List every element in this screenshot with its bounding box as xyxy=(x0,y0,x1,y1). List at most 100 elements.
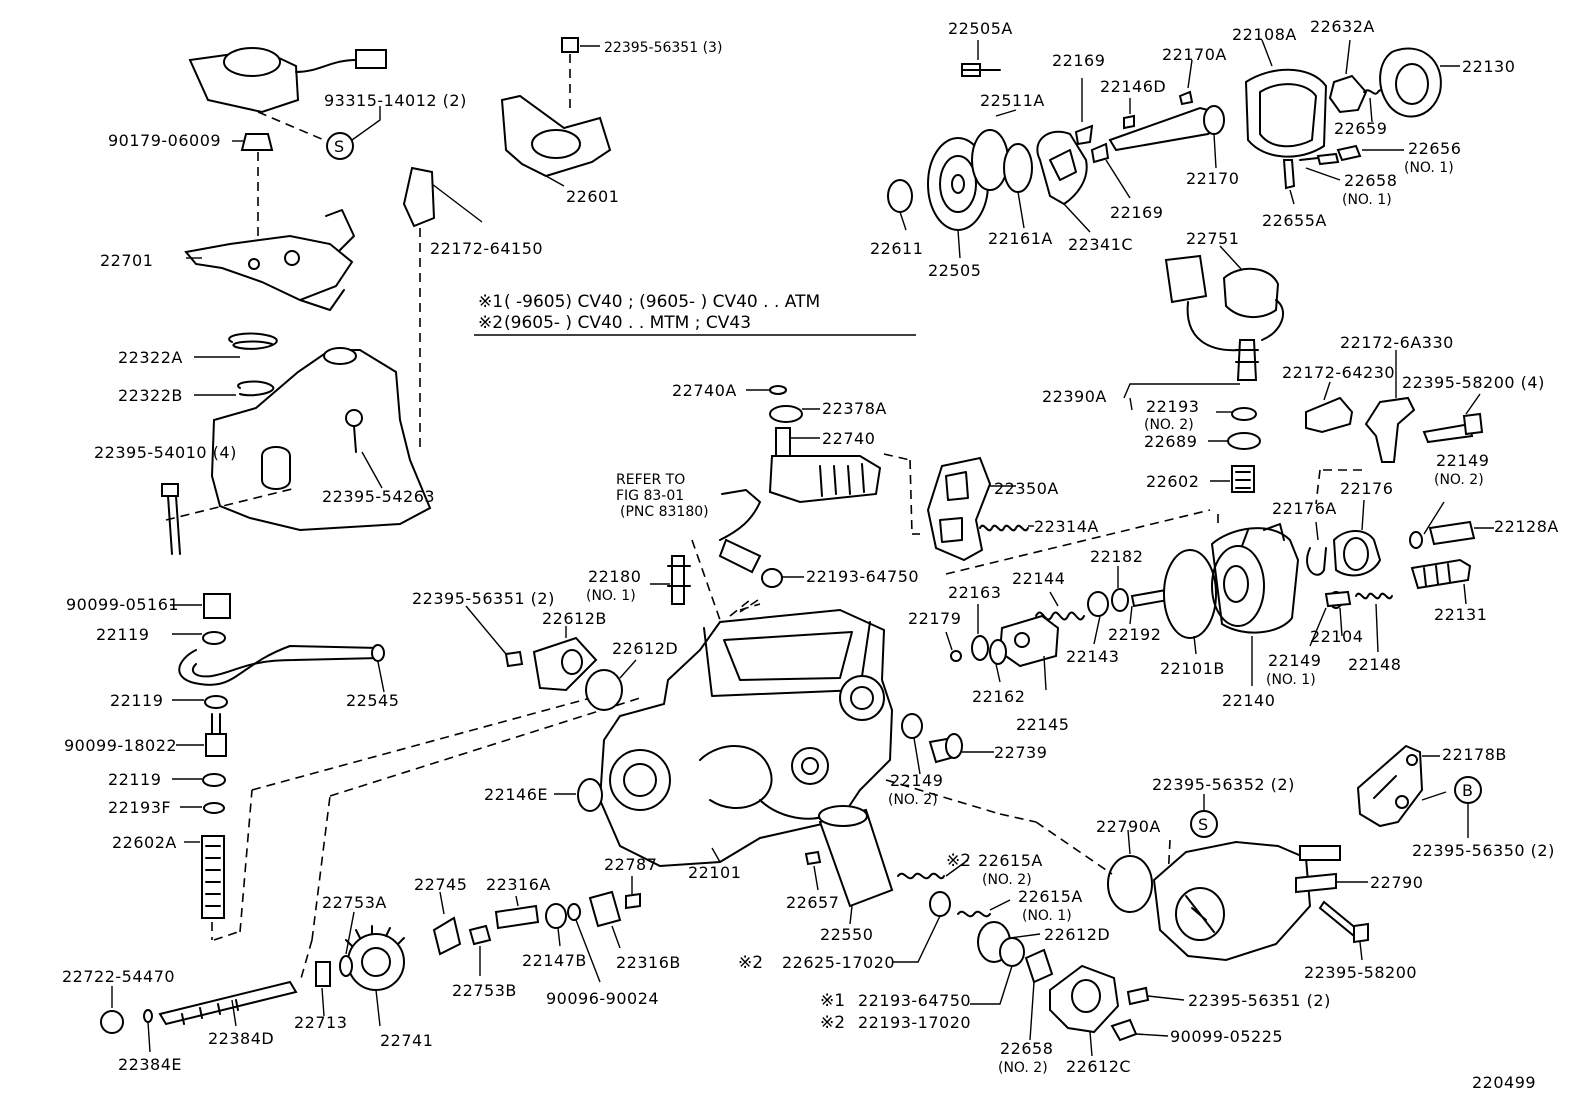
label-22140: 22140 xyxy=(1222,691,1275,710)
center-connector-parts xyxy=(465,603,761,711)
label-22162: 22162 xyxy=(972,687,1025,706)
label-22658-no2: 22658 xyxy=(1000,1039,1053,1058)
shaft-22384D xyxy=(158,980,298,1026)
overflow-pipe-22545 xyxy=(178,645,381,686)
label-22713: 22713 xyxy=(294,1013,347,1032)
label-22316B: 22316B xyxy=(616,953,681,972)
piston-22316B xyxy=(588,890,622,928)
label-22550: 22550 xyxy=(820,925,873,944)
label-22790A: 22790A xyxy=(1096,817,1161,836)
label-22625-17020: 22625-17020 xyxy=(782,953,895,972)
cover-22140 xyxy=(1210,527,1300,634)
label-22146E: 22146E xyxy=(484,785,548,804)
pin-22656 xyxy=(1336,144,1362,162)
lower-center-parts xyxy=(804,779,1120,1057)
label-22615A-no2-sub: (NO. 2) xyxy=(982,872,1032,888)
label-22384D: 22384D xyxy=(208,1029,274,1048)
connector-22751 xyxy=(1164,254,1208,304)
screw-22395-56351 xyxy=(561,37,579,53)
label-22101: 22101 xyxy=(688,863,741,882)
spring-22144 xyxy=(1035,611,1085,621)
washer-22658-no2 xyxy=(1024,948,1054,984)
filter-22602A xyxy=(201,835,225,919)
screw-22395-56351-b xyxy=(1126,986,1150,1006)
label-22395-56351-b: 22395-56351 (2) xyxy=(1188,991,1331,1010)
label-22193F: 22193F xyxy=(108,798,171,817)
label-22147B: 22147B xyxy=(522,951,587,970)
label-22108A: 22108A xyxy=(1232,25,1297,44)
b-symbol xyxy=(1454,776,1482,804)
label-22144: 22144 xyxy=(1012,569,1065,588)
label-22148: 22148 xyxy=(1348,655,1401,674)
governor-cover xyxy=(210,349,432,532)
o-ring-22193-64750-b xyxy=(999,937,1025,967)
label-22172-6A330: 22172-6A330 xyxy=(1340,333,1454,352)
ball-22179 xyxy=(950,650,962,662)
label-22395-54263: 22395-54263 xyxy=(322,487,435,506)
pump-housing-22101 xyxy=(554,608,894,868)
ring-90096-90024 xyxy=(567,903,581,921)
washer-22149-no2-a xyxy=(1409,531,1423,549)
cover-22130 xyxy=(1379,47,1442,118)
fitting-22131 xyxy=(1410,558,1472,590)
sensor-22751 xyxy=(1222,267,1280,318)
label-22656-sub: (NO. 1) xyxy=(1404,160,1454,176)
label-22119-b: 22119 xyxy=(110,691,163,710)
screw-22787 xyxy=(625,892,641,910)
seat-22143 xyxy=(1087,591,1109,617)
label-22101B: 22101B xyxy=(1160,659,1225,678)
plate-22511A xyxy=(971,129,1009,191)
ring-22753A xyxy=(339,955,353,977)
washer-22182 xyxy=(1111,588,1129,612)
label-22193-no2-sub: (NO. 2) xyxy=(1144,417,1194,433)
label-22149-no2-b: 22149 xyxy=(890,771,943,790)
gear-22741 xyxy=(347,933,405,991)
rotor-22341C xyxy=(1036,130,1088,206)
label-22149-no1-sub: (NO. 1) xyxy=(1266,672,1316,688)
label-22657: 22657 xyxy=(786,893,839,912)
label-22395-54010: 22395-54010 (4) xyxy=(94,443,237,462)
label-22787: 22787 xyxy=(604,855,657,874)
nut-22722-54470 xyxy=(100,1010,124,1034)
fuel-cut-solenoid-22790 xyxy=(1152,840,1312,962)
label-90099-18022: 90099-18022 xyxy=(64,736,177,755)
pin-22657 xyxy=(804,850,822,866)
flyweight-holder-22632A xyxy=(1328,74,1368,114)
label-22511A: 22511A xyxy=(980,91,1045,110)
label-22615A-no1: 22615A xyxy=(1018,887,1083,906)
o-ring-22689 xyxy=(1227,432,1261,450)
label-22161A: 22161A xyxy=(988,229,1053,248)
label-22505A: 22505A xyxy=(948,19,1013,38)
label-22611: 22611 xyxy=(870,239,923,258)
label-22395-56351-a: 22395-56351 (2) xyxy=(412,589,555,608)
label-mark-2-a: ※2 xyxy=(946,851,971,871)
spring-22148 xyxy=(1355,592,1393,600)
key-22146D xyxy=(1123,114,1135,130)
solenoid-22790-group: S xyxy=(1107,794,1369,1042)
label-22615A-no2: 22615A xyxy=(978,851,1043,870)
label-22322B: 22322B xyxy=(118,386,183,405)
label-mark-2-c: ※2 xyxy=(738,953,763,973)
label-22178B: 22178B xyxy=(1442,745,1507,764)
model-notes: ※1 ( -9605) CV40 ; (9605- ) CV40 . . ATM… xyxy=(474,292,916,336)
note-2-text: (9605- ) CV40 . . MTM ; CV43 xyxy=(504,313,751,333)
pin-22655A xyxy=(1282,159,1296,190)
label-90099-05225: 90099-05225 xyxy=(1170,1027,1283,1046)
ring-22161A xyxy=(1003,143,1033,193)
label-22741: 22741 xyxy=(380,1031,433,1050)
plate-22745 xyxy=(432,916,462,956)
label-22753A: 22753A xyxy=(322,893,387,912)
label-22149-no2-a-sub: (NO. 2) xyxy=(1434,472,1484,488)
label-22170: 22170 xyxy=(1186,169,1239,188)
sensor-connector xyxy=(718,538,762,574)
label-22612D-b: 22612D xyxy=(1044,925,1110,944)
washer-22119-a xyxy=(202,631,226,645)
label-22341C: 22341C xyxy=(1068,235,1133,254)
bracket-22172-64230 xyxy=(1305,396,1354,434)
s-symbol-2-text: S xyxy=(1198,815,1209,834)
refer-line-3: (PNC 83180) xyxy=(620,504,709,520)
lever-22178B-group: B xyxy=(1356,744,1482,838)
b-symbol-text: B xyxy=(1462,781,1473,800)
label-22180: 22180 xyxy=(588,567,641,586)
